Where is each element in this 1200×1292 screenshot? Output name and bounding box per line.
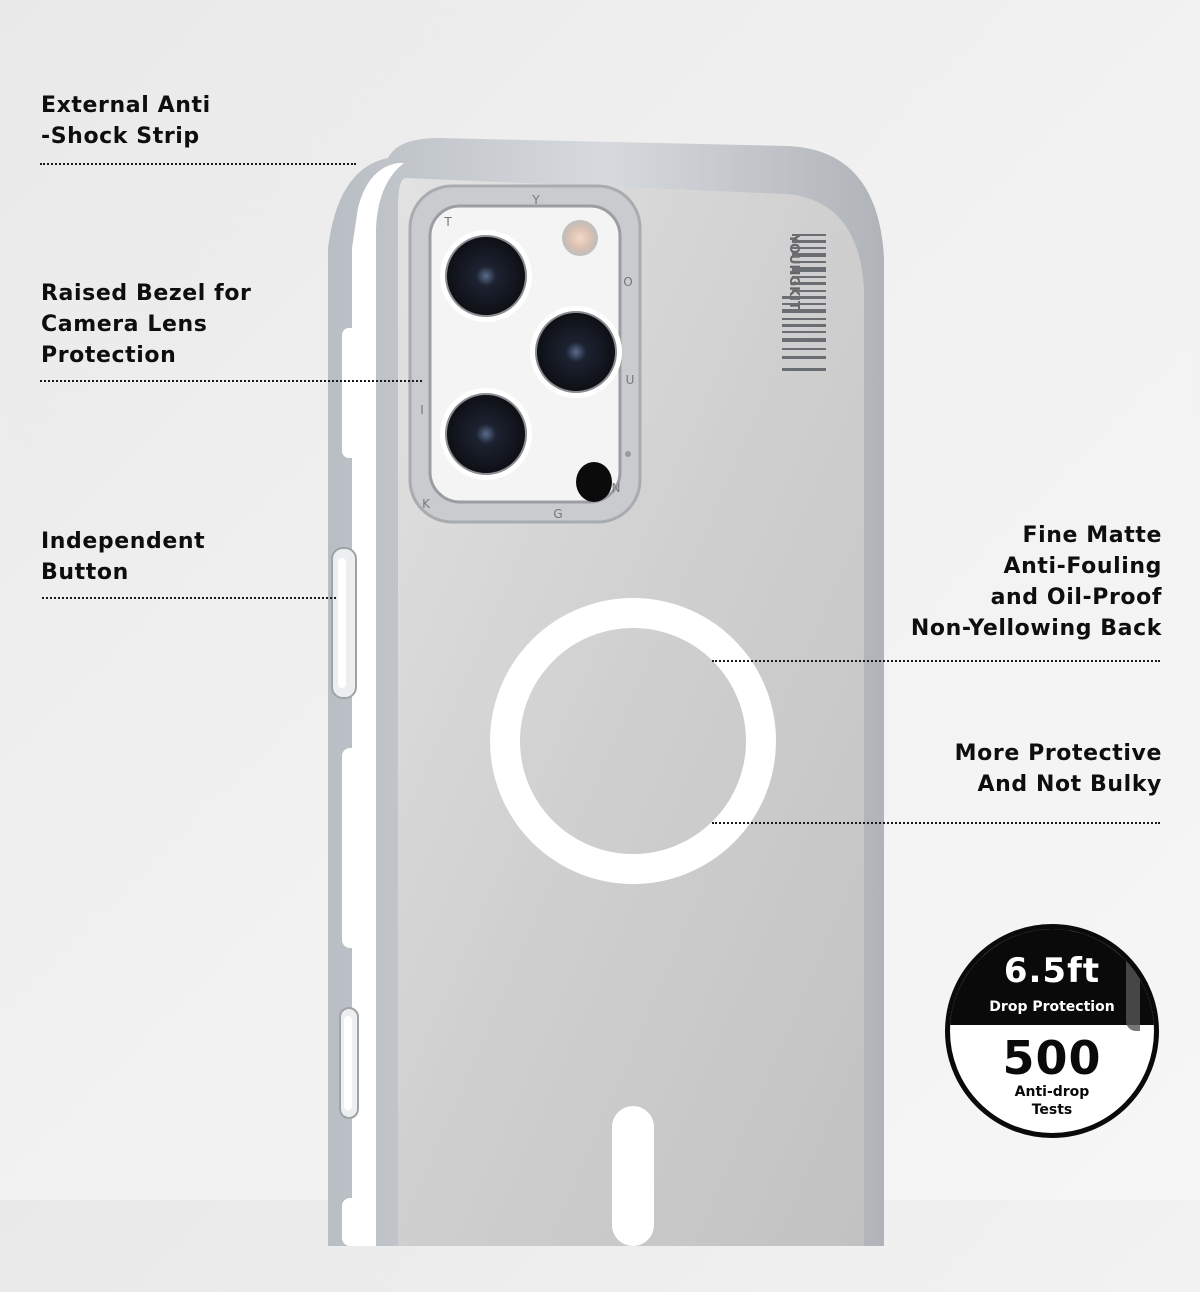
drop-height-label: Drop Protection — [989, 999, 1115, 1015]
badge-top-half — [950, 929, 1154, 1031]
side-cutout — [342, 328, 358, 458]
bezel-letter: I — [420, 403, 424, 417]
bezel-letter: T — [443, 215, 452, 229]
side-cutout — [342, 1198, 360, 1246]
bezel-letter: Y — [531, 193, 540, 207]
leader-line — [40, 380, 422, 382]
drop-tests-value: 500 — [1002, 1031, 1102, 1085]
callout-protective-slim: More Protective And Not Bulky — [954, 741, 1162, 797]
callout-anti-shock-strip: External Anti -Shock Strip — [41, 93, 211, 149]
lidar-sensor — [576, 462, 612, 502]
leader-line — [712, 822, 1160, 824]
leader-line — [42, 597, 336, 599]
drop-height-value: 6.5ft — [1003, 951, 1101, 991]
side-cutout — [342, 748, 360, 948]
drop-protection-badge: 6.5ft Drop Protection 500 Anti-drop Test… — [945, 924, 1159, 1138]
magsafe-alignment-mark — [612, 1106, 654, 1246]
drop-tests-label: Anti-drop Tests — [1014, 1084, 1090, 1118]
bezel-letter: K — [422, 497, 431, 511]
bezel-letter: U — [626, 373, 635, 387]
leader-line — [712, 660, 1160, 662]
callout-raised-bezel: Raised Bezel for Camera Lens Protection — [41, 281, 252, 368]
anti-shock-strip — [352, 163, 404, 1246]
magsafe-ring — [490, 598, 776, 884]
bezel-letter: N — [612, 481, 621, 495]
callout-matte-back: Fine Matte Anti-Fouling and Oil-Proof No… — [910, 523, 1162, 641]
bezel-letter: O — [623, 275, 632, 289]
flash — [562, 220, 598, 256]
leader-line — [40, 163, 356, 165]
callout-independent-button: Independent Button — [41, 529, 206, 585]
bezel-letter: G — [553, 507, 562, 521]
